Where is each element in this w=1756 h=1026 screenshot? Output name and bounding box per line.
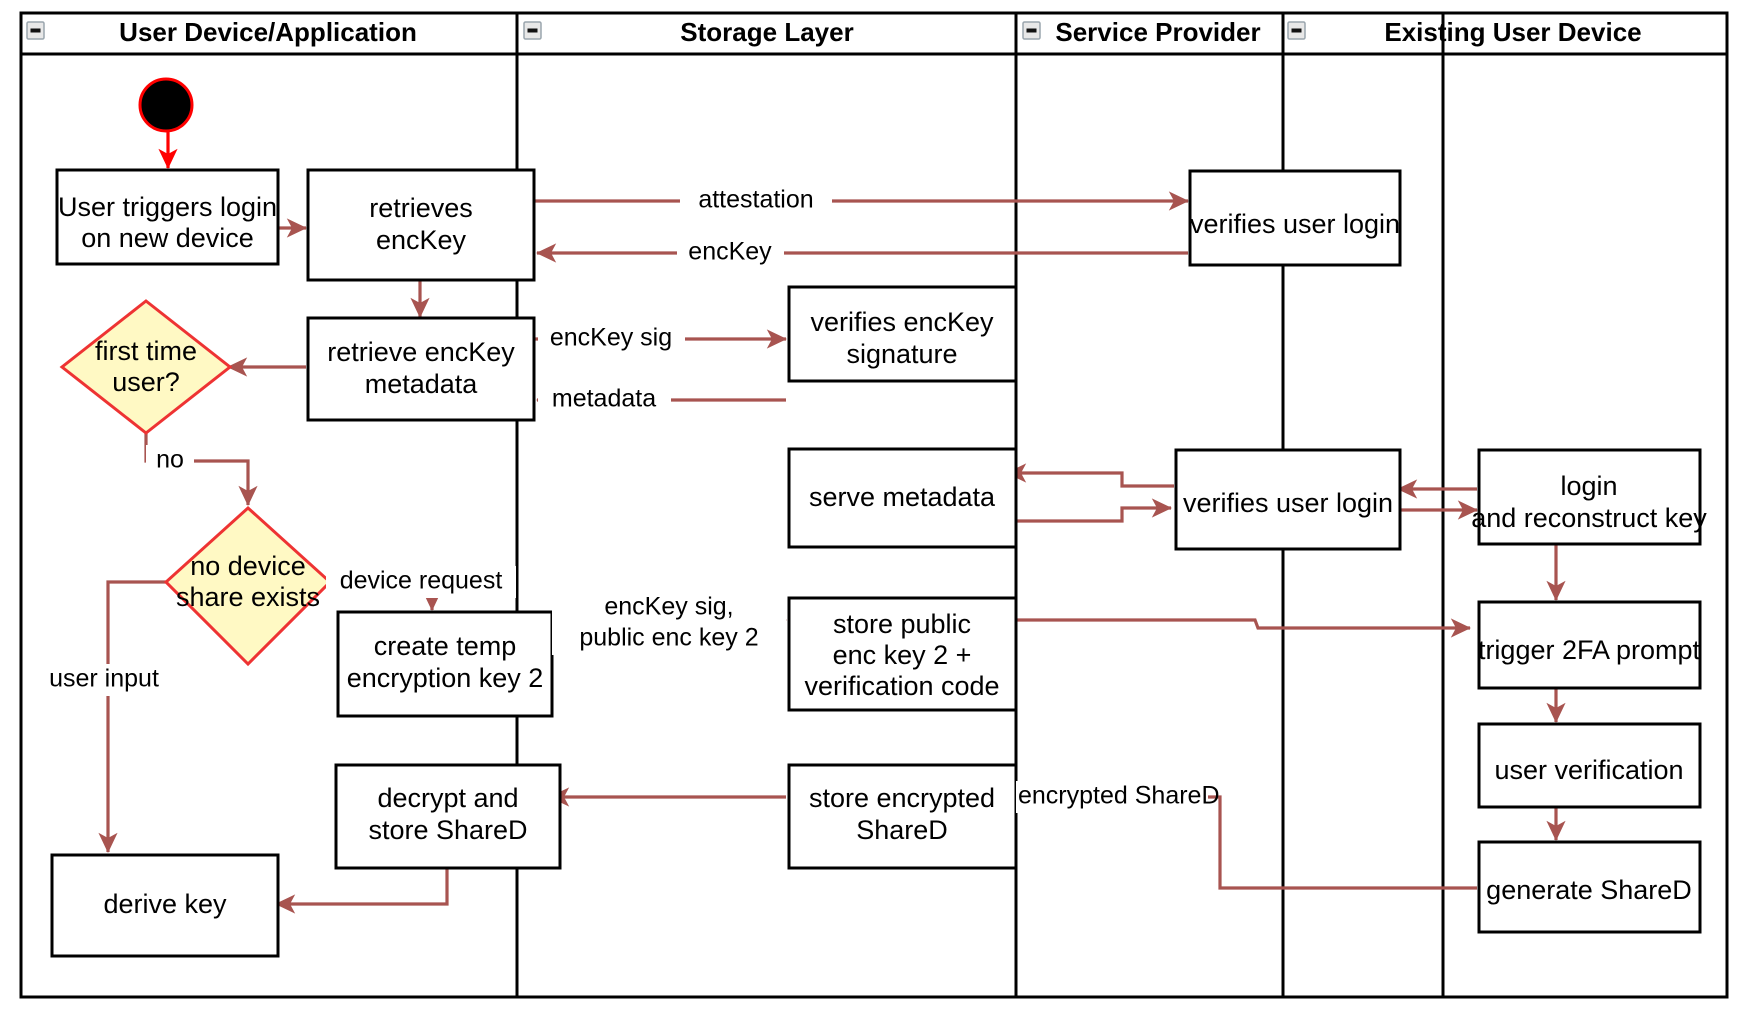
node-label-line: login — [1560, 471, 1617, 501]
node-login-and-reconstruct-key[interactable]: login and reconstruct key — [1471, 448, 1707, 546]
lane-header-existing-device[interactable]: Existing User Device — [1287, 17, 1642, 47]
node-serve-metadata[interactable]: serve metadata — [787, 447, 1018, 549]
node-label-line: encryption key 2 — [347, 663, 544, 693]
edge-label-enckey: encKey — [677, 237, 784, 269]
node-label-line: verifies encKey — [810, 307, 994, 337]
edge-label-enckey-sig-public-enc-key-2: encKey sig, public enc key 2 — [552, 591, 786, 655]
node-label-line: verification code — [804, 671, 999, 701]
node-label-line: retrieve encKey — [327, 337, 515, 367]
minus-box-icon[interactable] — [26, 21, 45, 40]
lane-header-service-provider[interactable]: Service Provider — [1022, 17, 1261, 47]
node-label-line: store public — [833, 609, 971, 639]
edge-verifies-to-serve-metadata — [1006, 463, 1174, 488]
start-node — [138, 77, 194, 133]
edge-label-enckey-sig: encKey sig — [538, 323, 685, 355]
node-label-line: generate ShareD — [1486, 875, 1692, 905]
edge-label-encrypted-shared: encrypted ShareD — [1016, 781, 1220, 813]
svg-text:attestation: attestation — [698, 186, 813, 214]
decision-label-line: first time — [95, 336, 197, 366]
svg-text:encKey sig: encKey sig — [550, 324, 672, 352]
node-label-line: create temp — [374, 631, 517, 661]
node-label-line: retrieves — [369, 193, 473, 223]
node-decrypt-and-store-shared[interactable]: decrypt and store ShareD — [334, 763, 562, 870]
svg-text:metadata: metadata — [552, 385, 656, 413]
node-label-line: store ShareD — [368, 815, 527, 845]
node-generate-shared[interactable]: generate ShareD — [1477, 840, 1702, 934]
node-label-line: store encrypted — [809, 783, 995, 813]
node-label-line: ShareD — [856, 815, 948, 845]
node-verifies-enckey-signature[interactable]: verifies encKey signature — [787, 285, 1018, 383]
edge-store-public-to-trigger-2fa — [1005, 618, 1471, 638]
node-label-line: User triggers login — [58, 192, 277, 222]
svg-text:public enc key 2: public enc key 2 — [579, 624, 758, 652]
node-label-line: derive key — [103, 889, 227, 919]
svg-text:user input: user input — [49, 665, 159, 693]
node-label-line: on new device — [81, 223, 254, 253]
node-user-verification[interactable]: user verification — [1477, 722, 1702, 809]
edge-label-attestation: attestation — [680, 185, 832, 217]
node-label-line: verifies user login — [1190, 209, 1400, 239]
edge-user-input — [98, 580, 166, 853]
lane-header-storage[interactable]: Storage Layer — [523, 17, 854, 47]
node-retrieves-enckey[interactable]: retrieves encKey — [306, 168, 536, 282]
svg-text:no: no — [156, 446, 184, 474]
edge-no-branch — [144, 420, 258, 506]
edge-serve-metadata-to-verifies — [1007, 498, 1172, 523]
node-trigger-2fa-prompt[interactable]: trigger 2FA prompt — [1477, 600, 1702, 690]
node-label-line: serve metadata — [809, 482, 996, 512]
svg-text:encKey: encKey — [688, 238, 772, 266]
decision-first-time-user[interactable]: first time user? — [59, 299, 233, 435]
node-verifies-user-login-1[interactable]: verifies user login — [1188, 169, 1402, 267]
edge-label-user-input: user input — [44, 664, 172, 696]
node-store-public-enc-key-2[interactable]: store public enc key 2 + verification co… — [787, 596, 1018, 712]
node-label-line: enc key 2 + — [833, 640, 972, 670]
edge-labels: attestation encKey encKey sig metadata n… — [44, 185, 1220, 813]
node-label-line: user verification — [1494, 755, 1683, 785]
node-create-temp-encryption-key-2[interactable]: create temp encryption key 2 — [336, 610, 554, 718]
minus-box-icon[interactable] — [1287, 21, 1306, 40]
node-derive-key[interactable]: derive key — [50, 853, 280, 958]
svg-text:encrypted ShareD: encrypted ShareD — [1018, 782, 1220, 810]
svg-text:encKey sig,: encKey sig, — [604, 593, 733, 621]
node-label-line: verifies user login — [1183, 488, 1393, 518]
node-retrieve-enckey-metadata[interactable]: retrieve encKey metadata — [306, 316, 536, 422]
node-label-line: decrypt and — [377, 783, 518, 813]
node-store-encrypted-shared[interactable]: store encrypted ShareD — [787, 763, 1018, 870]
node-label-line: metadata — [365, 369, 479, 399]
decision-no-device-share-exists[interactable]: no device share exists — [163, 505, 333, 667]
svg-text:device request: device request — [340, 567, 503, 595]
minus-box-icon[interactable] — [523, 21, 542, 40]
minus-box-icon[interactable] — [1022, 21, 1041, 40]
lane-title-existing-device: Existing User Device — [1384, 17, 1641, 47]
node-label-line: trigger 2FA prompt — [1478, 635, 1701, 665]
edge-label-no: no — [146, 445, 194, 477]
lane-title-user-device: User Device/Application — [119, 17, 417, 47]
edge-label-metadata: metadata — [538, 384, 671, 416]
lane-title-storage: Storage Layer — [680, 17, 853, 47]
node-label-line: signature — [846, 339, 957, 369]
decision-label-line: user? — [112, 367, 180, 397]
decision-label-line: no device — [190, 551, 306, 581]
node-label-line: encKey — [376, 225, 467, 255]
node-verifies-user-login-2[interactable]: verifies user login — [1174, 448, 1402, 551]
lane-title-service-provider: Service Provider — [1055, 17, 1260, 47]
node-label-line: and reconstruct key — [1471, 503, 1707, 533]
lane-header-user-device[interactable]: User Device/Application — [26, 17, 417, 47]
edge-label-device-request: device request — [326, 566, 516, 598]
decision-label-line: share exists — [176, 582, 320, 612]
node-user-triggers-login[interactable]: User triggers login on new device — [55, 168, 280, 266]
